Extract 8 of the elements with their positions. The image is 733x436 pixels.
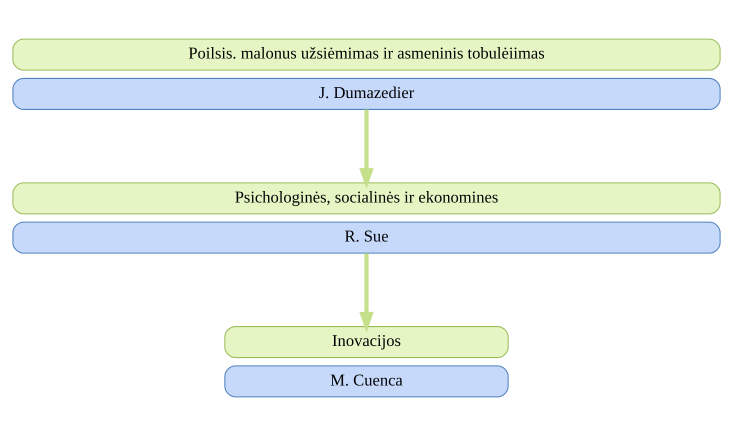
arrow bbox=[359, 253, 374, 333]
node-box: Poilsis. malonus užsiėmimas ir asmeninis tobulėiimas bbox=[12, 38, 721, 71]
node-box: M. Cuenca bbox=[224, 365, 509, 398]
node-box: Psichologinės, socialinės ir ekonomines bbox=[12, 182, 721, 214]
node-box: Inovacijos bbox=[224, 326, 509, 358]
node-box: R. Sue bbox=[12, 222, 721, 254]
arrow bbox=[359, 110, 374, 189]
node-box: J. Dumazedier bbox=[12, 78, 721, 110]
